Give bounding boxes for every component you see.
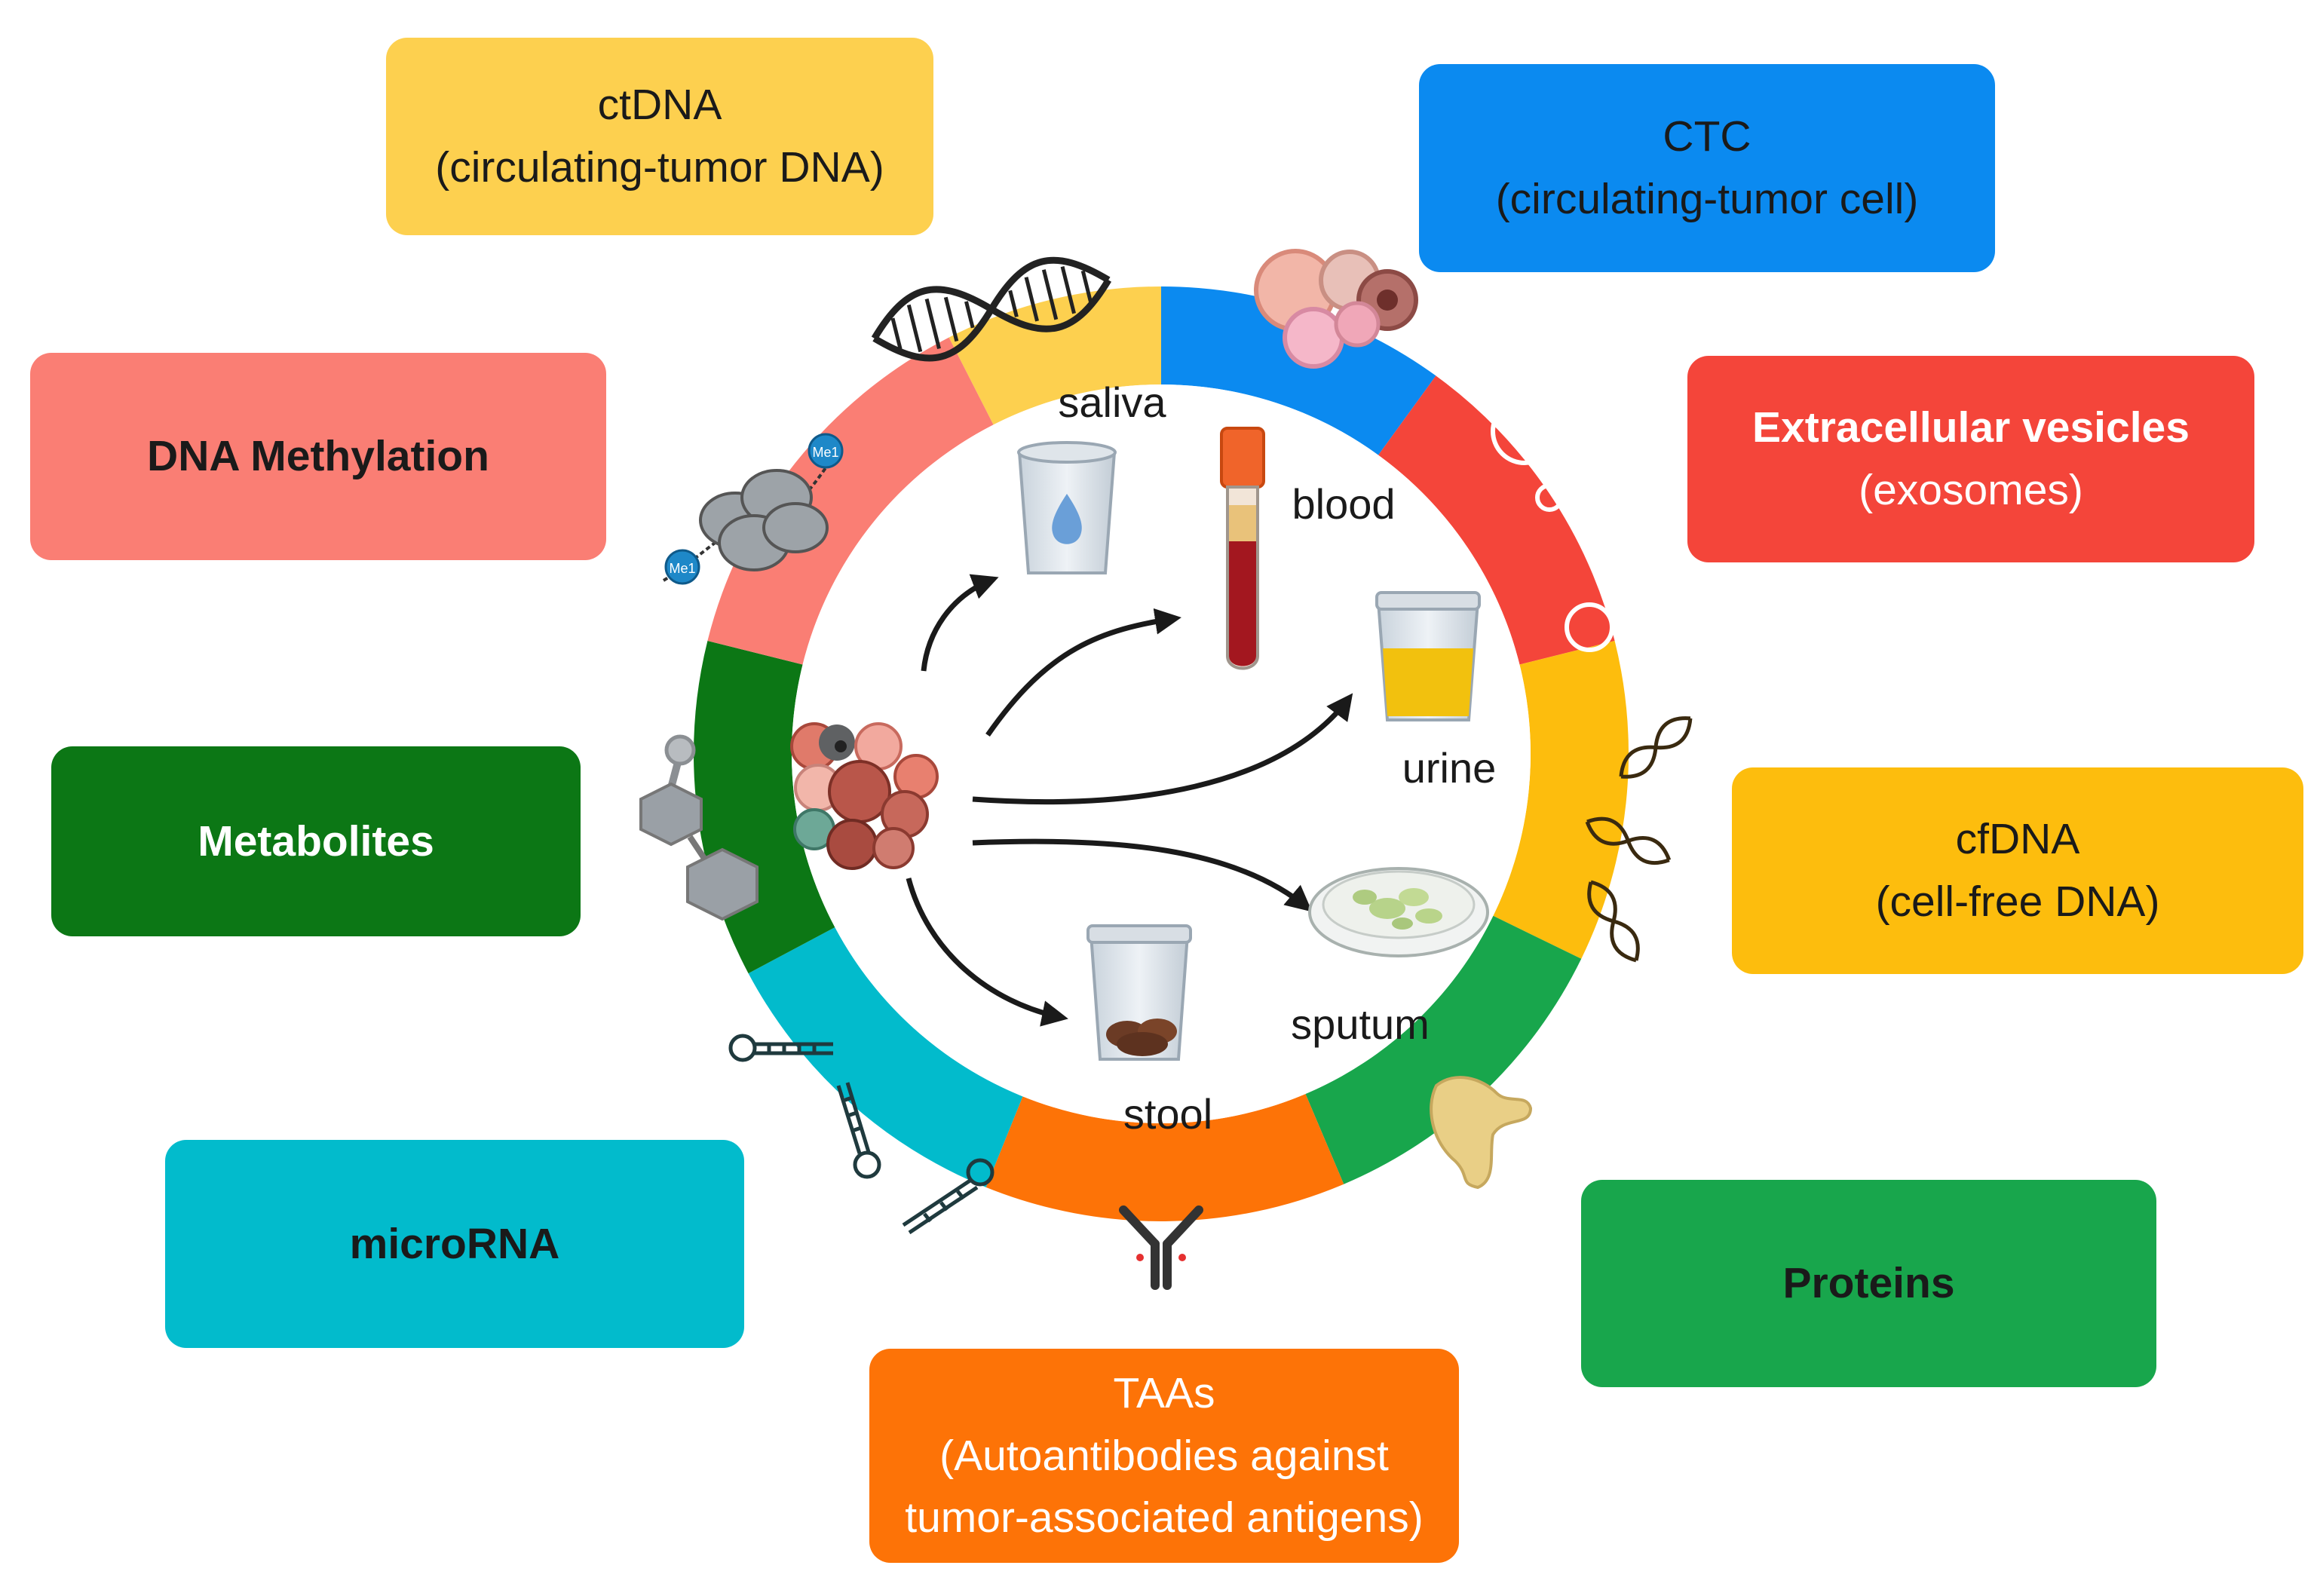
ctc-subtitle: (circulating-tumor cell) — [1495, 175, 1919, 223]
protein-blob-icon — [1430, 1076, 1533, 1190]
tumor-cluster-icon — [790, 722, 939, 870]
sample-arrows — [906, 574, 1353, 1027]
ring-segment-ctdna — [949, 286, 1161, 425]
microrna-box: microRNA — [165, 1140, 744, 1348]
taas-subtitle-line2: tumor-associated antigens) — [905, 1493, 1424, 1542]
ring-segment-dna-methylation — [707, 337, 994, 665]
methyl-tag-2: Me1 — [812, 445, 838, 460]
nucleosome-methylation-icon: Me1 Me1 — [662, 433, 844, 585]
ctdna-box: ctDNA (circulating-tumor DNA) — [386, 38, 933, 235]
cfdna-title: cfDNA — [1955, 815, 2080, 864]
ring-segment-ev — [1378, 375, 1615, 665]
proteins-title: Proteins — [1782, 1259, 1955, 1308]
dna-strands-icon — [1585, 716, 1693, 963]
urine-cup-icon — [1375, 591, 1481, 721]
sample-label-stool: stool — [1123, 1090, 1212, 1138]
sample-label-saliva: saliva — [1058, 378, 1166, 426]
sample-label-blood: blood — [1292, 480, 1395, 528]
taas-subtitle-line1: (Autoantibodies against — [939, 1431, 1389, 1480]
stool-cup-icon — [1086, 924, 1192, 1061]
proteins-box: Proteins — [1581, 1180, 2156, 1387]
ctc-title: CTC — [1663, 112, 1751, 161]
taas-box: TAAs (Autoantibodies against tumor-assoc… — [869, 1349, 1459, 1563]
arrow-to-urine — [972, 693, 1353, 805]
dna-methylation-title: DNA Methylation — [147, 432, 489, 481]
methyl-tag-1: Me1 — [669, 561, 695, 576]
arrow-to-saliva — [921, 574, 999, 672]
microrna-hairpin-icon — [728, 1034, 995, 1235]
blood-tube-icon — [1220, 427, 1265, 670]
tumor-cells-icon — [1254, 249, 1418, 369]
cfdna-box: cfDNA (cell-free DNA) — [1732, 767, 2303, 974]
ctc-box: CTC (circulating-tumor cell) — [1419, 64, 1995, 272]
saliva-cup-icon — [1017, 441, 1117, 574]
ring-segment-microrna — [748, 927, 1023, 1187]
ring-segment-taas — [985, 1094, 1344, 1221]
arrow-to-sputum — [972, 838, 1313, 912]
ring-segment-proteins — [1305, 915, 1582, 1184]
dna-methylation-box: DNA Methylation — [30, 353, 606, 560]
cfdna-subtitle: (cell-free DNA) — [1875, 878, 2160, 926]
sample-label-sputum: sputum — [1291, 1000, 1430, 1048]
sample-label-urine: urine — [1402, 744, 1497, 792]
dna-helix-icon — [871, 256, 1112, 362]
extracellular-vesicles-title: Extracellular vesicles — [1752, 403, 2190, 452]
biomarker-ring — [694, 286, 1629, 1221]
ctdna-title: ctDNA — [597, 81, 722, 130]
extracellular-vesicles-box: Extracellular vesicles (exosomes) — [1687, 356, 2254, 562]
metabolites-title: Metabolites — [198, 816, 434, 865]
microrna-title: microRNA — [349, 1219, 560, 1268]
extracellular-vesicles-subtitle: (exosomes) — [1859, 466, 2083, 514]
ctdna-subtitle: (circulating-tumor DNA) — [435, 143, 884, 191]
antibody-icon — [1119, 1205, 1203, 1290]
ring-segment-ctc — [1161, 286, 1436, 455]
metabolites-box: Metabolites — [51, 746, 581, 936]
vesicles-icon — [1491, 397, 1666, 652]
ring-segment-cfdna — [1493, 641, 1629, 959]
arrow-to-blood — [985, 608, 1181, 737]
arrow-to-stool — [906, 878, 1068, 1027]
taas-title: TAAs — [1113, 1369, 1215, 1418]
sputum-dish-icon — [1308, 867, 1489, 957]
metabolite-molecule-icon — [639, 734, 759, 921]
